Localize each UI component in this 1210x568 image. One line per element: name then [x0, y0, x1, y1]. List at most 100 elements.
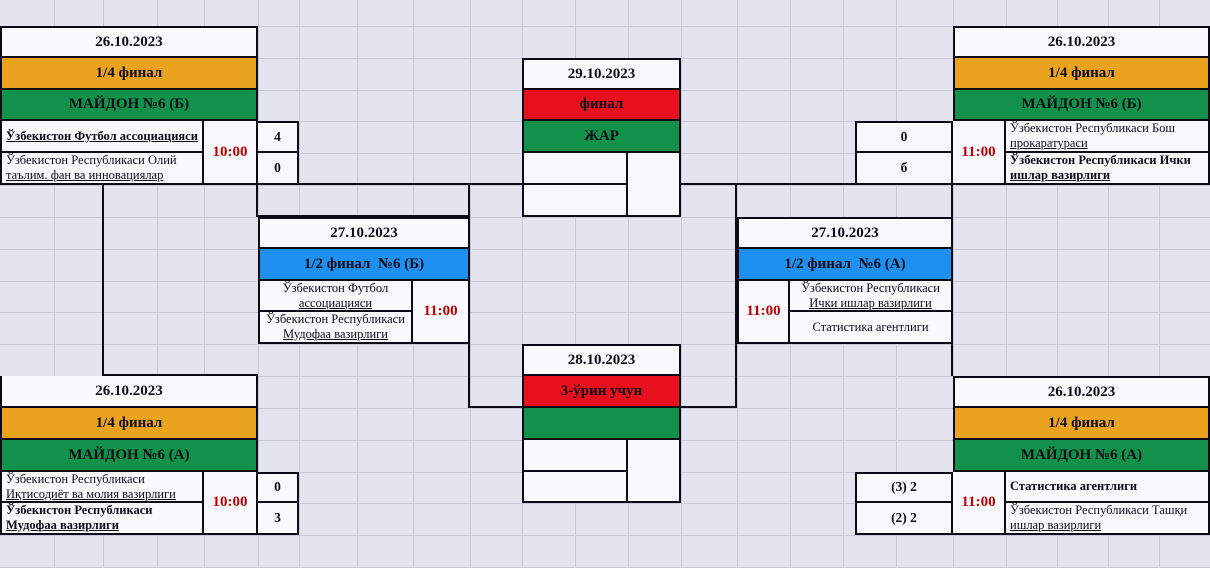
- kickoff-time: 11:00: [423, 303, 458, 320]
- stage-label: 1/4 финал: [95, 414, 163, 431]
- team-name: Ўзбекистон Республикаси Олий: [6, 153, 177, 168]
- qf-top-left-stage-cell: 1/4 финал: [0, 58, 258, 90]
- sf-right-time-cell: 11:00: [737, 281, 790, 344]
- qf-top-right-team1-cell: Ўзбекистон Республикаси Бош прокаратурас…: [1006, 121, 1210, 153]
- team-name: Иқтисодиёт ва молия вазирлиги: [6, 486, 176, 501]
- team-name: Мудофаа вазирлиги: [6, 518, 119, 532]
- bracket-connector-line: [0, 183, 628, 185]
- team-name: Ўзбекистон Футбол ассоциацияси: [6, 128, 198, 143]
- venue-label: МАЙДОН №6 (Б): [1021, 96, 1142, 113]
- qf-top-left-date-cell: 26.10.2023: [0, 26, 258, 58]
- bracket-connector-line: [681, 183, 953, 185]
- final-stage-cell: финал: [522, 90, 681, 121]
- third-place-stage-cell: 3-ўрин учун: [522, 376, 681, 408]
- gridline: [1108, 0, 1109, 568]
- qf-bottom-right-venue-cell: МАЙДОН №6 (А): [953, 440, 1210, 472]
- team-name: Мудофаа вазирлиги: [283, 327, 388, 341]
- team-name: таълим. фан ва инновациялар: [6, 168, 164, 182]
- sf-left-date-cell: 27.10.2023: [258, 217, 470, 249]
- venue-label: МАЙДОН №6 (А): [1020, 446, 1143, 463]
- qf-top-left-team1-cell: Ўзбекистон Футбол ассоциацияси: [0, 121, 204, 153]
- third-place-team2-cell: [522, 472, 628, 503]
- kickoff-time: 11:00: [961, 494, 996, 511]
- qf-top-right-team2-cell: Ўзбекистон Республикаси Ички ишлар вазир…: [1006, 153, 1210, 185]
- third-place-team1-cell: [522, 440, 628, 472]
- qf-bottom-right-date-cell: 26.10.2023: [953, 376, 1210, 408]
- team-name: прокаратураси: [1010, 136, 1088, 150]
- qf-bottom-left-team1-cell: Ўзбекистон Республикаси Иқтисодиёт ва мо…: [0, 472, 204, 503]
- gridline: [0, 503, 1210, 504]
- qf-top-left-score2-cell: 0: [258, 153, 299, 185]
- score-value: 4: [274, 128, 281, 144]
- gridline: [0, 281, 1210, 282]
- qf-bottom-left-date-cell: 26.10.2023: [0, 376, 258, 408]
- gridline: [0, 217, 1210, 218]
- team-name: ассоциацияси: [298, 295, 373, 310]
- gridline: [1006, 0, 1007, 568]
- venue-label: МАЙДОН №6 (Б): [68, 96, 190, 113]
- stage-label: 1/4 финал: [95, 64, 163, 81]
- third-place-date-cell: 28.10.2023: [522, 344, 681, 376]
- stage-label: 1/4 финал: [1048, 64, 1115, 81]
- final-venue-cell: ЖАР: [522, 121, 681, 153]
- kickoff-time: 10:00: [212, 143, 248, 160]
- gridline: [204, 0, 205, 568]
- gridline: [681, 0, 682, 568]
- score-value: (2) 2: [891, 509, 917, 525]
- team-name: ишлар вазирлиги: [1010, 168, 1111, 182]
- gridline: [0, 535, 1210, 536]
- team-name: Ўзбекистон Футбол: [282, 280, 389, 295]
- team-name: Ўзбекистон Республикаси: [6, 503, 153, 518]
- gridline: [157, 0, 158, 568]
- sf-left-stage-cell: 1/2 финал №6 (Б): [258, 249, 470, 281]
- match-date: 27.10.2023: [330, 224, 398, 241]
- qf-top-right-score2-cell: б: [855, 153, 953, 185]
- third-place-venue-cell: [522, 408, 681, 440]
- qf-bottom-left-time-cell: 10:00: [204, 472, 258, 535]
- match-date: 26.10.2023: [95, 33, 163, 50]
- gridline: [953, 0, 954, 568]
- team-name: Ўзбекистон Республикаси: [801, 280, 940, 295]
- match-date: 28.10.2023: [567, 351, 636, 368]
- score-value: (3) 2: [891, 479, 917, 495]
- team-name: Ўзбекистон Республикаси Ташқи: [1010, 503, 1188, 518]
- qf-bottom-left-team2-cell: Ўзбекистон Республикаси Мудофаа вазирлиг…: [0, 503, 204, 535]
- sf-right-stage-cell: 1/2 финал №6 (А): [737, 249, 953, 281]
- score-value: 0: [274, 479, 281, 495]
- qf-bottom-right-score1-cell: (3) 2: [855, 472, 953, 503]
- match-date: 26.10.2023: [1047, 383, 1116, 400]
- gridline: [628, 0, 629, 568]
- bracket-connector-line: [102, 183, 104, 376]
- qf-bottom-right-time-cell: 11:00: [953, 472, 1006, 535]
- team-name: Ўзбекистон Республикаси: [266, 312, 405, 327]
- qf-top-right-score1-cell: 0: [855, 121, 953, 153]
- qf-top-right-stage-cell: 1/4 финал: [953, 58, 1210, 90]
- team-name: ишлар вазирлиги: [1010, 518, 1102, 532]
- team-name: Ўзбекистон Республикаси: [6, 471, 145, 486]
- sf-left-team2-cell: Ўзбекистон Республикаси Мудофаа вазирлиг…: [258, 312, 413, 344]
- qf-bottom-left-venue-cell: МАЙДОН №6 (А): [0, 440, 258, 472]
- gridline: [470, 0, 471, 568]
- qf-bottom-right-score2-cell: (2) 2: [855, 503, 953, 535]
- kickoff-time: 11:00: [961, 143, 996, 160]
- stage-label: 1/2 финал №6 (А): [784, 255, 906, 272]
- match-date: 27.10.2023: [811, 224, 879, 241]
- kickoff-time: 10:00: [212, 494, 248, 511]
- qf-bottom-right-team1-cell: Статистика агентлиги: [1006, 472, 1210, 503]
- qf-bottom-left-score1-cell: 0: [258, 472, 299, 503]
- gridline: [1057, 0, 1058, 568]
- gridline: [1159, 0, 1160, 568]
- final-team1-cell: [522, 153, 628, 185]
- qf-top-left-team2-cell: Ўзбекистон Республикаси Олий таълим. фан…: [0, 153, 204, 185]
- final-date-cell: 29.10.2023: [522, 58, 681, 90]
- bracket-connector-line: [735, 183, 737, 408]
- score-value: 0: [274, 159, 281, 175]
- qf-top-left-time-cell: 10:00: [204, 121, 258, 185]
- bracket-connector-line: [256, 185, 258, 217]
- qf-bottom-left-stage-cell: 1/4 финал: [0, 408, 258, 440]
- bracket-connector-line: [468, 183, 470, 408]
- bracket-connector-line: [951, 183, 953, 376]
- third-place-time-cell: [628, 440, 681, 503]
- sf-right-team2-cell: Статистика агентлиги: [790, 312, 953, 344]
